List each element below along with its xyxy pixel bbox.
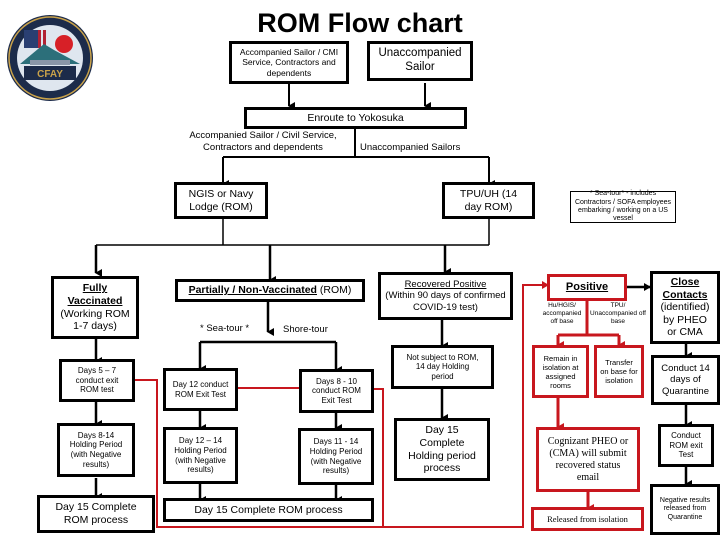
box-label: Conduct 14 days of Quarantine xyxy=(661,362,710,397)
page-title: ROM Flow chart xyxy=(257,8,463,38)
enroute-box: Enroute to Yokosuka xyxy=(244,107,467,129)
box-label: Enroute to Yokosuka xyxy=(307,111,404,124)
box-title: Recovered Positive xyxy=(404,278,487,290)
transfer-isolation-box: Transfer on base for isolation xyxy=(594,345,644,398)
quarantine-box: Conduct 14 days of Quarantine xyxy=(651,355,720,405)
box-label: Conduct ROM exit Test xyxy=(669,431,703,460)
positive-path xyxy=(373,388,384,527)
pheo-status-email-box: Cognizant PHEO or (CMA) will submit reco… xyxy=(536,427,640,492)
shore-tour-label: Shore-tour xyxy=(283,324,328,335)
positive-path xyxy=(134,281,549,528)
box-subtitle: (identified) by PHEO or CMA xyxy=(660,301,710,339)
box-title: Fully xyxy=(82,282,108,295)
shore-holding-box: Days 11 - 14 Holding Period (with Negati… xyxy=(298,428,374,485)
partially-vaccinated-box: Partially / Non-Vaccinated (ROM) xyxy=(175,279,365,302)
box-subtitle: (Within 90 days of confirmed COVID-19 te… xyxy=(385,290,506,313)
positive-right-branch-label: TPU/ Unaccompanied off base xyxy=(590,302,646,326)
recovered-positive-box: Recovered Positive (Within 90 days of co… xyxy=(378,272,513,320)
box-label: Not subject to ROM, 14 day Holding perio… xyxy=(406,352,479,381)
fully-exit-test-box: Days 5 – 7 conduct exit ROM test xyxy=(59,359,135,402)
box-label: Days 11 - 14 Holding Period (with Negati… xyxy=(309,437,363,476)
close-contacts-box: Close Contacts (identified) by PHEO or C… xyxy=(650,271,720,344)
box-label: Days 8 - 10 conduct ROM Exit Test xyxy=(312,376,361,405)
shore-exit-test-box: Days 8 - 10 conduct ROM Exit Test xyxy=(299,369,374,413)
sea-holding-box: Day 12 – 14 Holding Period (with Negativ… xyxy=(163,427,238,484)
box-label: Day 15 Complete Holding period process xyxy=(408,424,476,475)
ngis-navy-lodge-box: NGIS or Navy Lodge (ROM) xyxy=(174,182,268,219)
close-exit-test-box: Conduct ROM exit Test xyxy=(658,424,714,467)
tpu-uh-box: TPU/UH (14 day ROM) xyxy=(442,182,535,219)
label-line: Accompanied Sailor / Civil Service, xyxy=(189,130,337,141)
cfay-logo: CFAY xyxy=(6,14,94,102)
sea-tour-note: * Sea-tour* - includes Contractors / SOF… xyxy=(570,190,676,223)
fully-holding-box: Days 8-14 Holding Period (with Negative … xyxy=(57,423,135,477)
box-title: Vaccinated xyxy=(67,294,123,307)
box-title: Positive xyxy=(565,280,609,293)
box-label: Negative results released from Quarantin… xyxy=(659,496,711,521)
box-label: Day 12 conduct ROM Exit Test xyxy=(172,379,229,399)
box-label: Cognizant PHEO or (CMA) will submit reco… xyxy=(547,435,629,483)
box-subtitle: (ROM) xyxy=(319,284,352,297)
sea-tour-label: * Sea-tour * xyxy=(200,323,250,334)
box-label: Days 8-14 Holding Period (with Negative … xyxy=(69,430,123,469)
box-label: Unaccompanied Sailor xyxy=(378,47,462,73)
released-quarantine-box: Negative results released from Quarantin… xyxy=(650,484,720,535)
note-text: * Sea-tour* - includes Contractors / SOF… xyxy=(574,190,672,223)
box-label: Day 15 Complete ROM process xyxy=(194,503,343,516)
box-label: Released from isolation xyxy=(547,513,628,524)
box-title: Contacts xyxy=(662,288,708,301)
label-line: Contractors and dependents xyxy=(203,141,323,153)
released-isolation-box: Released from isolation xyxy=(531,507,644,531)
fully-vaccinated-box: Fully Vaccinated (Working ROM 1-7 days) xyxy=(51,276,139,339)
box-label: Transfer on base for isolation xyxy=(600,358,638,385)
box-label: TPU/UH (14 day ROM) xyxy=(459,187,518,213)
fully-complete-box: Day 15 Complete ROM process xyxy=(37,495,155,533)
partial-complete-box: Day 15 Complete ROM process xyxy=(163,498,374,522)
sea-exit-test-box: Day 12 conduct ROM Exit Test xyxy=(163,368,238,411)
unaccompanied-branch-label: Unaccompanied Sailors xyxy=(360,142,461,153)
recovered-holding-box: Not subject to ROM, 14 day Holding perio… xyxy=(391,345,494,389)
box-label: Accompanied Sailor / CMI Service, Contra… xyxy=(239,47,339,78)
box-subtitle: (Working ROM 1-7 days) xyxy=(60,307,130,333)
box-label: Day 15 Complete ROM process xyxy=(55,501,137,526)
box-label: NGIS or Navy Lodge (ROM) xyxy=(188,187,254,213)
box-title: Close xyxy=(670,276,700,289)
box-label: Days 5 – 7 conduct exit ROM test xyxy=(75,366,119,395)
unaccompanied-sailor-box: Unaccompanied Sailor xyxy=(367,41,473,81)
logo-text: CFAY xyxy=(37,69,63,80)
remain-isolation-box: Remain in isolation at assigned rooms xyxy=(532,345,589,398)
positive-box: Positive xyxy=(547,274,627,301)
positive-left-branch-label: Hu/HGIS/ accompanied off base xyxy=(542,302,582,326)
box-label: Day 12 – 14 Holding Period (with Negativ… xyxy=(174,436,227,475)
box-title: Partially / Non-Vaccinated xyxy=(188,284,317,297)
box-label: Remain in isolation at assigned rooms xyxy=(542,353,579,390)
recovered-complete-box: Day 15 Complete Holding period process xyxy=(394,418,490,481)
accompanied-sailor-box: Accompanied Sailor / CMI Service, Contra… xyxy=(229,41,349,84)
accompanied-branch-label: Accompanied Sailor / Civil Service, Cont… xyxy=(172,130,354,154)
